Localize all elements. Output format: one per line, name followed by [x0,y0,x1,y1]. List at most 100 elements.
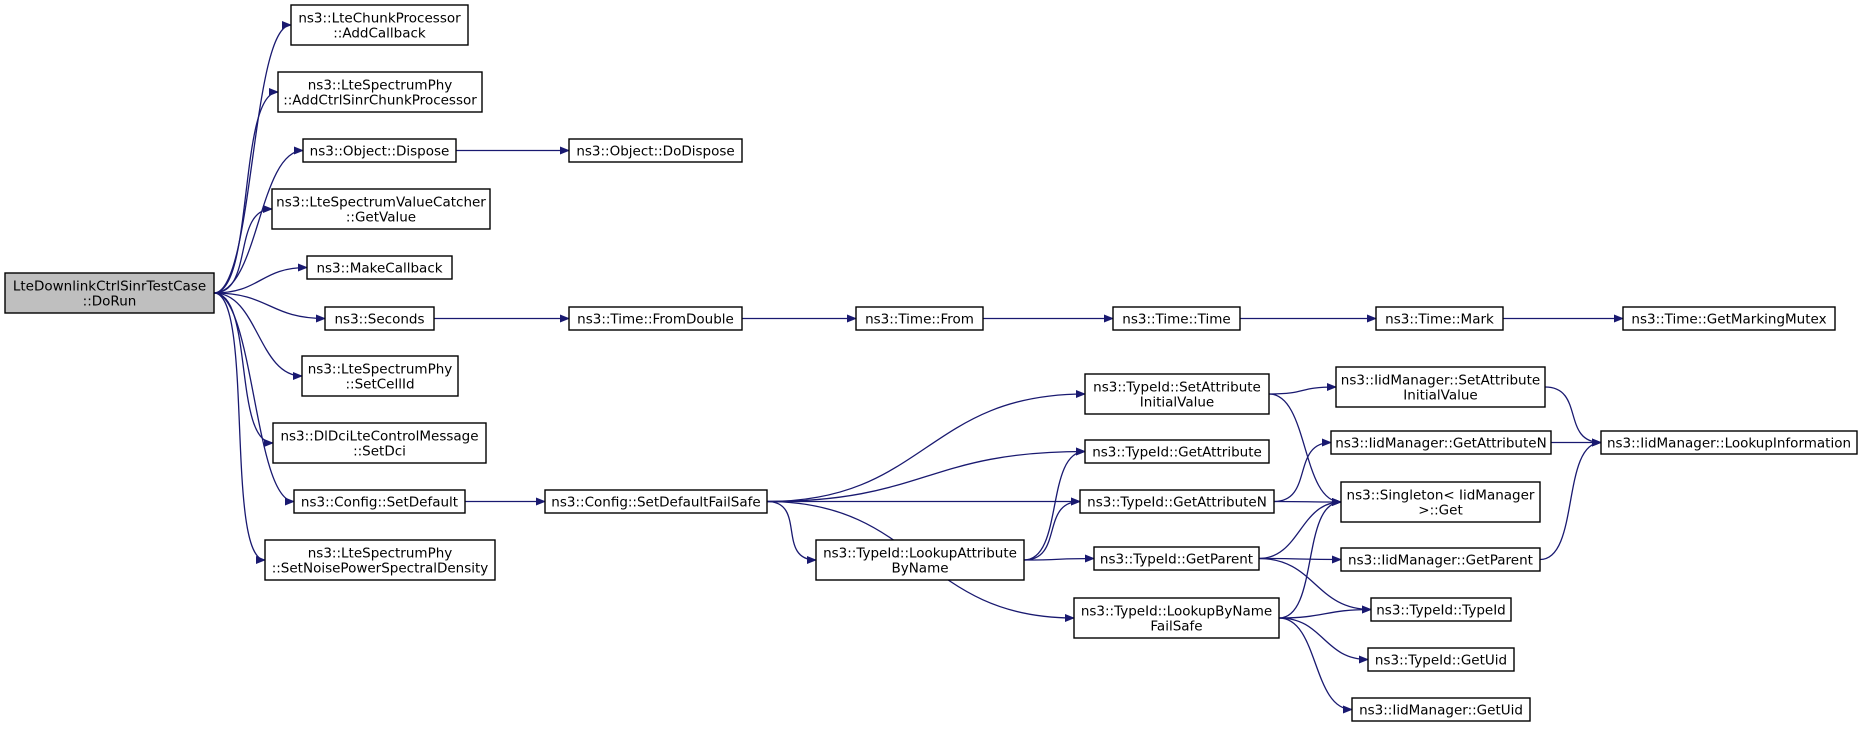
node-label: ns3::Time::GetMarkingMutex [1631,312,1826,328]
node-ns3-time-getmarkingmutex[interactable]: ns3::Time::GetMarkingMutex [1622,306,1836,331]
call-edge [1273,497,1342,506]
node-label: ns3::TypeId::GetParent [1100,552,1253,568]
node-label: ::SetDci [353,444,406,460]
node-ns3-time-fromdouble[interactable]: ns3::Time::FromDouble [568,306,743,331]
node-ns3-dldciltecontrolmessage-setdci[interactable]: ns3::DlDciLteControlMessage::SetDci [272,422,487,464]
call-edge [213,21,292,294]
node-label: ::SetCellId [345,377,414,393]
node-box [855,306,984,331]
node-box [1600,430,1858,455]
node-box [1112,306,1241,331]
node-label: ns3::Time::FromDouble [577,312,734,328]
node-label: ns3::TypeId::SetAttribute [1093,380,1261,396]
call-edge [1258,557,1372,614]
node-label: ns3::LteSpectrumPhy [308,546,453,562]
node-label: InitialValue [1140,395,1214,411]
node-ns3-object-dispose[interactable]: ns3::Object::Dispose [302,138,457,163]
node-box [1340,481,1541,523]
node-ns3-ltechunkprocessor-addcallback[interactable]: ns3::LteChunkProcessor::AddCallback [290,4,469,46]
node-box [1351,697,1531,722]
node-ns3-time-mark[interactable]: ns3::Time::Mark [1375,306,1504,331]
node-box [815,539,1025,581]
call-edge [213,292,303,380]
node-label: ns3::Time::Time [1122,312,1230,328]
node-label: ns3::Config::SetDefaultFailSafe [551,495,760,511]
node-ns3-config-setdefault[interactable]: ns3::Config::SetDefault [293,489,466,514]
call-edge [766,390,1086,503]
call-edge [1258,498,1342,560]
call-edge [1268,393,1342,506]
node-label: InitialValue [1403,388,1477,404]
node-label: ns3::IidManager::SetAttribute [1341,373,1540,389]
node-ns3-time-from[interactable]: ns3::Time::From [855,306,984,331]
call-edge [213,292,295,506]
call-edge [1278,605,1372,619]
node-label: ByName [891,561,948,577]
node-box [1073,597,1280,639]
node-box [1093,546,1260,571]
node-ns3-ltespectrumphy-setcellid[interactable]: ns3::LteSpectrumPhy::SetCellId [301,355,459,397]
node-ns3-iidmanager-setattribute-initialvalue[interactable]: ns3::IidManager::SetAttributeInitialValu… [1335,366,1546,408]
node-box [1340,547,1541,572]
node-ns3-iidmanager-getuid[interactable]: ns3::IidManager::GetUid [1351,697,1531,722]
node-ns3-ltespectrumphy-setnoisepowerspectraldensity[interactable]: ns3::LteSpectrumPhy::SetNoisePowerSpectr… [264,539,496,581]
call-edge [1023,554,1095,563]
node-label: ns3::LteSpectrumValueCatcher [276,195,486,211]
node-ns3-ltespectrumphy-addctrlsinrchunkprocessor[interactable]: ns3::LteSpectrumPhy::AddCtrlSinrChunkPro… [277,71,483,113]
node-box [290,4,469,46]
call-edge [766,500,817,564]
node-ns3-typeid-getattributen[interactable]: ns3::TypeId::GetAttributeN [1079,489,1275,514]
node-ns3-singleton-iidmanager-get[interactable]: ns3::Singleton< IidManager >::Get [1340,481,1541,523]
node-ns3-ltespectrumvaluecatcher-getvalue[interactable]: ns3::LteSpectrumValueCatcher::GetValue [271,188,491,230]
node-ns3-config-setdefaultfailsafe[interactable]: ns3::Config::SetDefaultFailSafe [544,489,768,514]
node-box [293,489,466,514]
node-label: ns3::TypeId::GetAttributeN [1087,495,1267,511]
node-label: ns3::Time::Mark [1385,312,1494,328]
call-edge [1268,383,1337,395]
call-edge [213,292,266,564]
node-ns3-iidmanager-getparent[interactable]: ns3::IidManager::GetParent [1340,547,1541,572]
node-label: ns3::LteChunkProcessor [298,11,461,27]
node-ns3-typeid-typeid[interactable]: ns3::TypeId::TypeId [1370,597,1512,622]
node-ns3-seconds[interactable]: ns3::Seconds [324,306,435,331]
node-label: >::Get [1418,503,1462,519]
node-label: ns3::TypeId::LookupAttribute [823,546,1017,562]
call-edge [1023,447,1086,561]
node-box [1370,597,1512,622]
node-ns3-typeid-getattribute[interactable]: ns3::TypeId::GetAttribute [1084,439,1270,464]
call-edge [1539,438,1602,561]
node-box [4,272,215,314]
node-label: ns3::Config::SetDefault [301,495,458,511]
node-label: ns3::Seconds [335,312,425,328]
node-box [1084,439,1270,464]
node-label: ns3::TypeId::GetAttribute [1092,445,1262,461]
node-label: ns3::DlDciLteControlMessage [280,429,478,445]
call-edge [1023,497,1081,561]
node-ns3-iidmanager-getattributen[interactable]: ns3::IidManager::GetAttributeN [1330,430,1552,455]
node-label: LteDownlinkCtrlSinrTestCase [13,279,206,295]
call-edge [213,292,326,323]
node-ns3-iidmanager-lookupinformation[interactable]: ns3::IidManager::LookupInformation [1600,430,1858,455]
node-ns3-typeid-getparent[interactable]: ns3::TypeId::GetParent [1093,546,1260,571]
node-ns3-object-dodispose[interactable]: ns3::Object::DoDispose [568,138,743,163]
node-ns3-typeid-getuid[interactable]: ns3::TypeId::GetUid [1367,647,1515,672]
node-label: ns3::Object::DoDispose [576,144,734,160]
call-edge [1258,555,1342,564]
node-label: ns3::Object::Dispose [310,144,450,160]
call-edge [1544,386,1602,447]
node-box [568,138,743,163]
node-ns3-time-time[interactable]: ns3::Time::Time [1112,306,1241,331]
node-label: ::AddCallback [333,26,426,42]
node-box [1084,373,1270,415]
node-ns3-makecallback[interactable]: ns3::MakeCallback [306,255,453,280]
node-label: ns3::IidManager::GetAttributeN [1335,436,1546,452]
node-box [1622,306,1836,331]
node-box [264,539,496,581]
node-box [568,306,743,331]
node-label: ns3::IidManager::LookupInformation [1607,436,1851,452]
node-box [306,255,453,280]
node-ltedownlinkctrlsinrtestcase-dorun[interactable]: LteDownlinkCtrlSinrTestCase::DoRun [4,272,215,314]
